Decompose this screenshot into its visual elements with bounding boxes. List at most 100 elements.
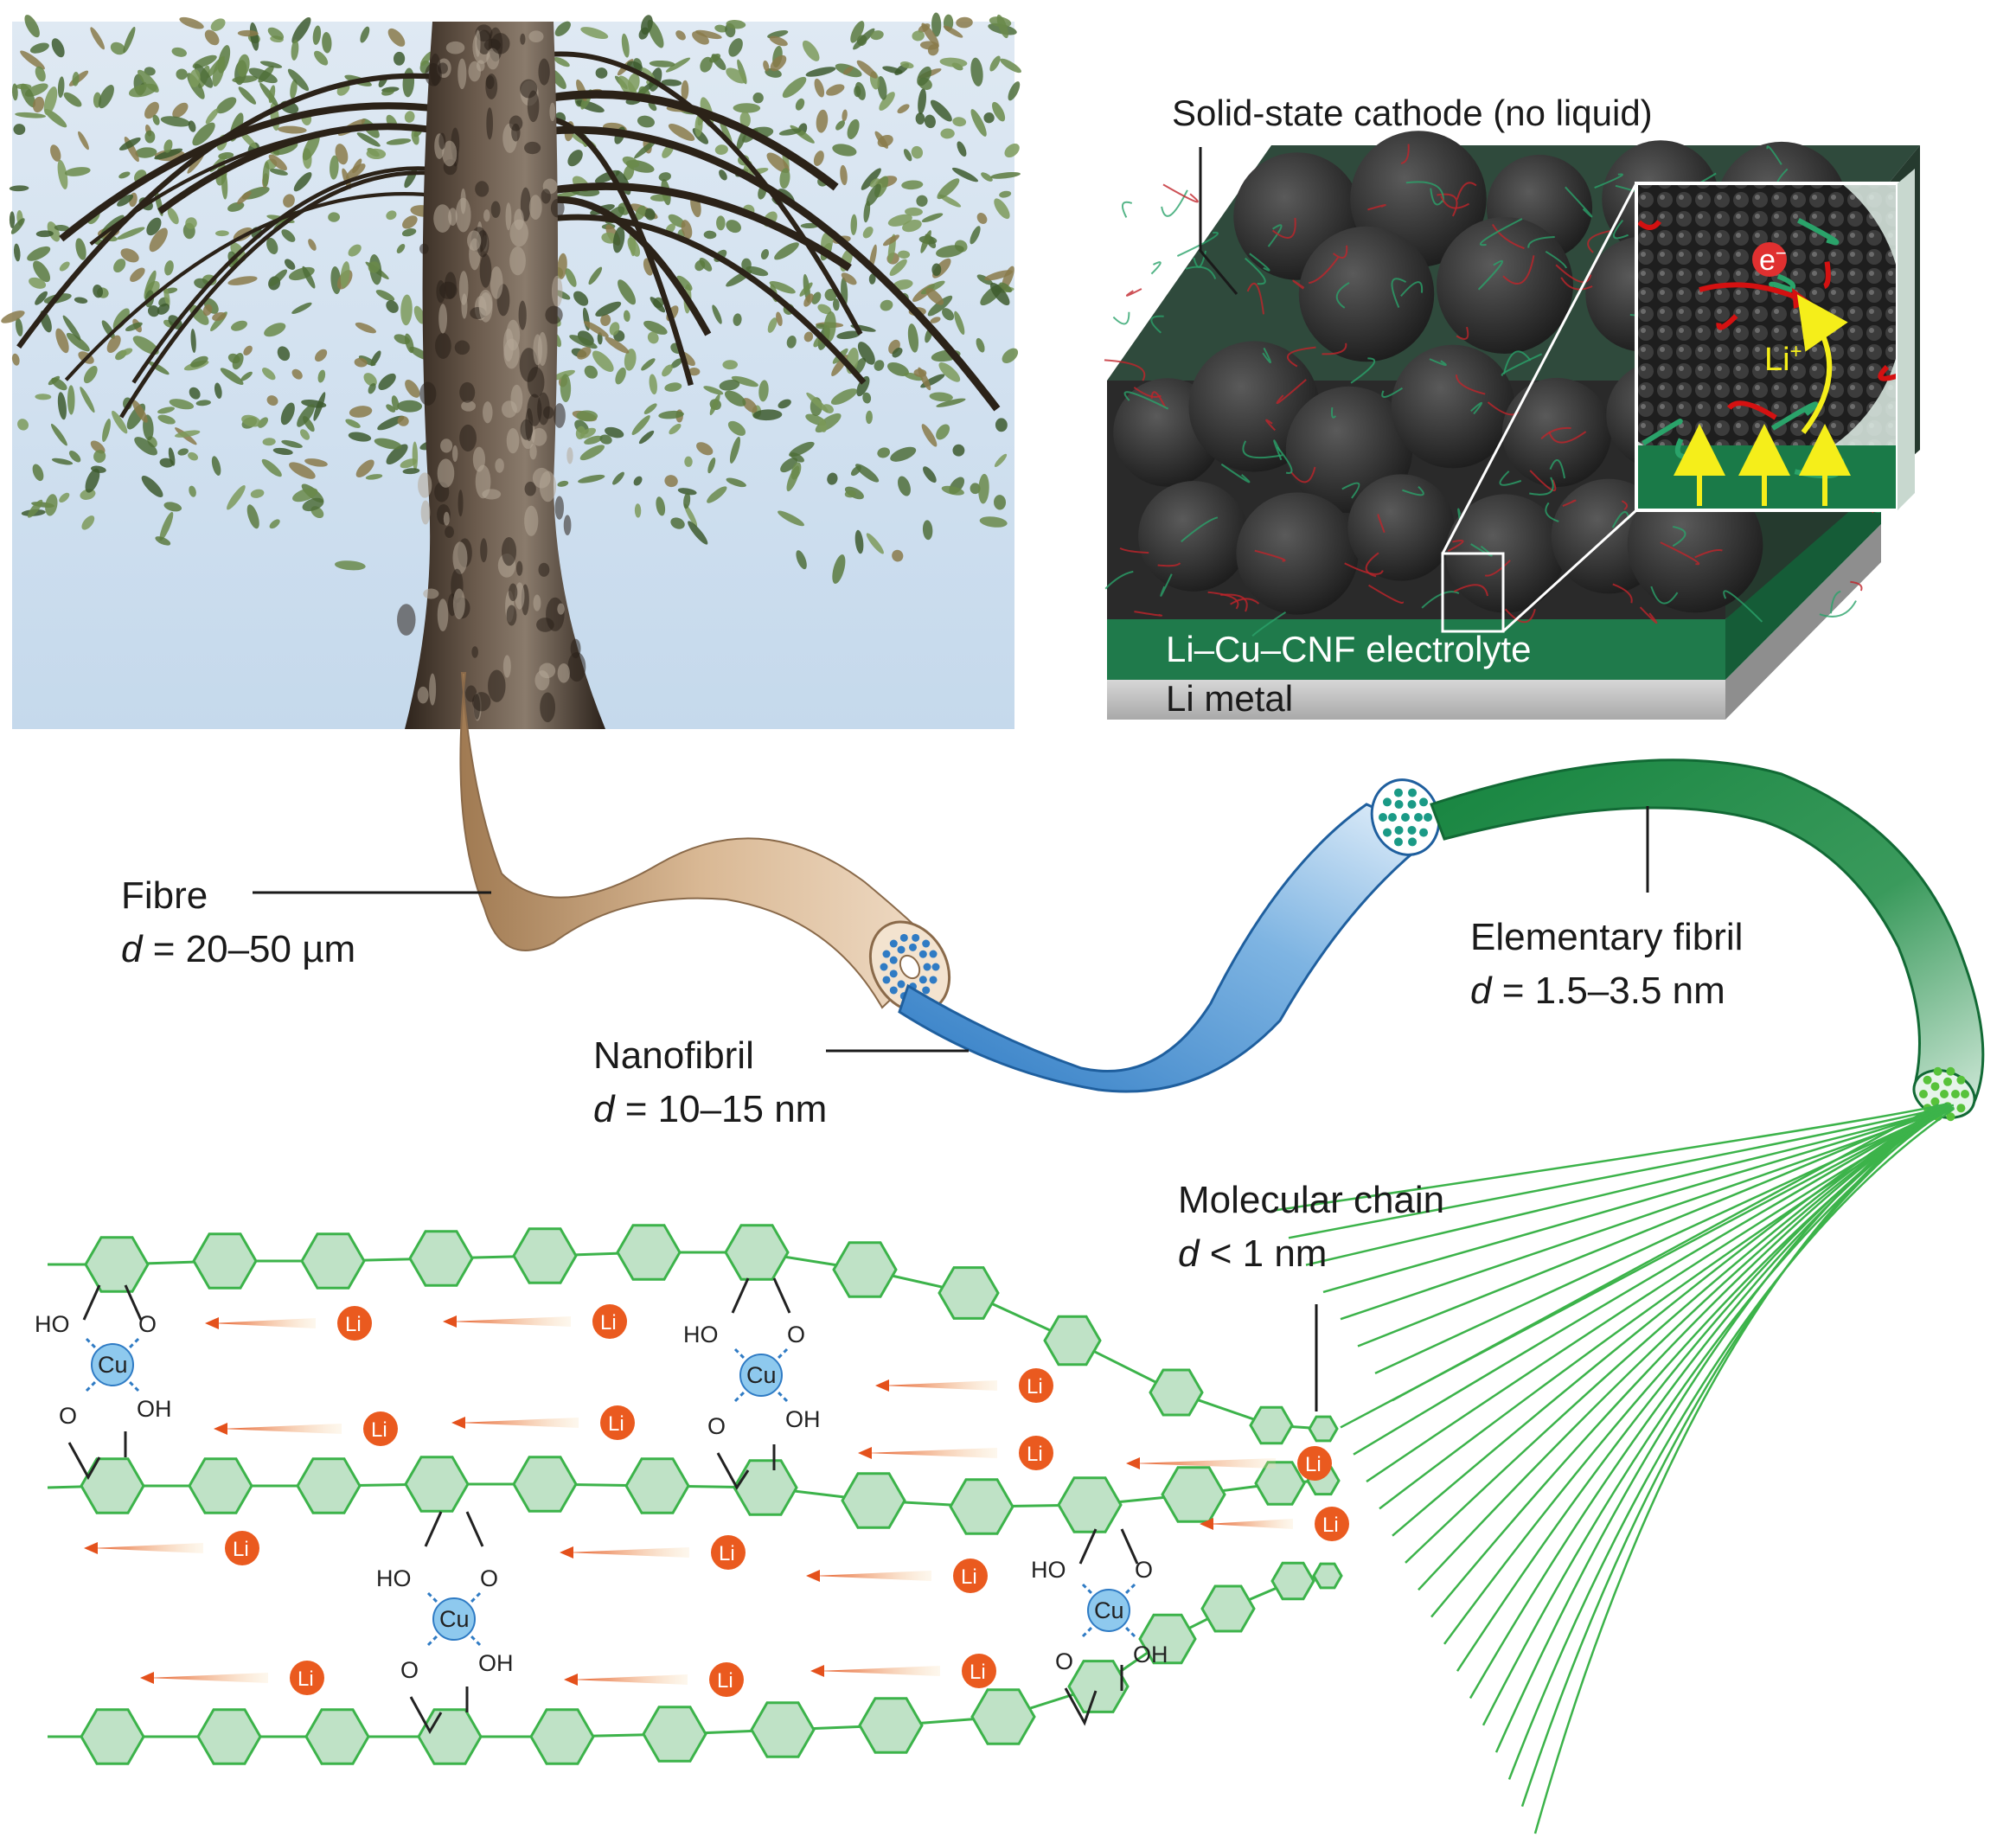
li-label: Li [233,1538,249,1561]
leaf [227,276,258,285]
electron-arrow [1699,282,1801,301]
bark-mark [537,331,547,367]
molecular-strand [1430,1103,1948,1618]
leaf [157,406,175,414]
leaf [314,50,329,66]
leaf [280,402,295,426]
glucose-ring [529,1708,595,1765]
leaf [942,308,955,321]
leaf [381,88,394,96]
bark-mark [545,305,563,324]
leaf [595,301,622,317]
network-fibre [1367,204,1386,211]
leaf [334,560,366,571]
bark-mark [458,490,464,517]
leaf [936,424,950,440]
leaf [386,138,412,145]
bark-mark [531,427,547,446]
leaf [267,27,285,41]
li-label: Li [371,1418,387,1442]
leaf [567,150,583,167]
leaf [719,379,740,391]
leaf [386,444,408,465]
leaf [584,435,603,445]
li-label: Li [298,1667,314,1691]
fibre-dot [908,943,917,951]
leaf [179,16,204,29]
leaf [314,349,328,362]
leaf [231,320,247,331]
leaf [185,217,197,229]
bark-mark [438,62,448,74]
leaf [83,366,98,384]
leaf [956,16,973,29]
leaf [368,382,376,394]
leaf [999,282,1013,293]
electron-label: e− [1759,242,1787,277]
leaf [612,471,624,485]
leaf [1000,58,1021,74]
elementary-diameter: d = 1.5–3.5 nm [1470,970,1725,1012]
leaf [952,444,965,457]
leaf [877,134,893,148]
li-ion: Li [875,1368,1053,1403]
bark-mark [437,598,449,632]
inset-fibre [1822,261,1831,289]
leaf [760,248,769,260]
leaf [726,67,746,84]
leaf [649,60,675,67]
leaf [20,83,35,108]
leaf [29,42,49,54]
leaf [758,380,769,402]
glucose-ring [1254,1461,1306,1506]
leaf [862,392,872,404]
bark-mark [524,481,536,496]
leaf [397,415,409,426]
leaf [169,399,195,410]
leaf [232,352,244,370]
bark-mark [445,526,454,539]
elementary-dot [1923,1075,1932,1085]
glucose-ring [733,1459,798,1516]
network-fibre [1562,499,1577,507]
leaf [832,144,857,157]
bark-mark [490,266,503,299]
leaf [938,194,962,208]
network-fibre [1429,358,1447,366]
leaf [135,147,157,158]
leaf [160,116,191,127]
leaf [862,227,874,239]
leaf [268,85,276,104]
leaf [401,228,417,237]
leaf [232,75,258,83]
leaf [308,239,317,251]
li-ion: Li [214,1411,398,1446]
leaf [889,259,907,276]
li-metal-label: Li metal [1166,678,1293,719]
leaf [237,191,252,205]
network-fibre [1265,419,1276,432]
molecular-strand [1322,1109,1939,1294]
leaf [901,180,924,190]
li-label: Li [1305,1453,1322,1476]
fibre-dot [899,933,908,942]
leaf [670,358,682,368]
leaf [970,483,981,495]
bark-mark [417,686,429,704]
bark-mark [452,588,465,619]
elementary-dot [1943,1077,1953,1086]
network-fibre [1254,549,1286,562]
nanofibril-dot [1379,813,1387,822]
molecular-strand [1270,1102,1949,1213]
nanofibril-dot [1393,788,1403,797]
leaf [27,499,43,518]
leaf [778,510,805,527]
leaf [27,246,51,261]
network-fibre [1249,253,1270,272]
leaf [925,287,944,305]
leaf [766,152,790,174]
leaf [118,138,141,150]
leaf [805,67,836,77]
inset-fibre [1796,218,1840,246]
